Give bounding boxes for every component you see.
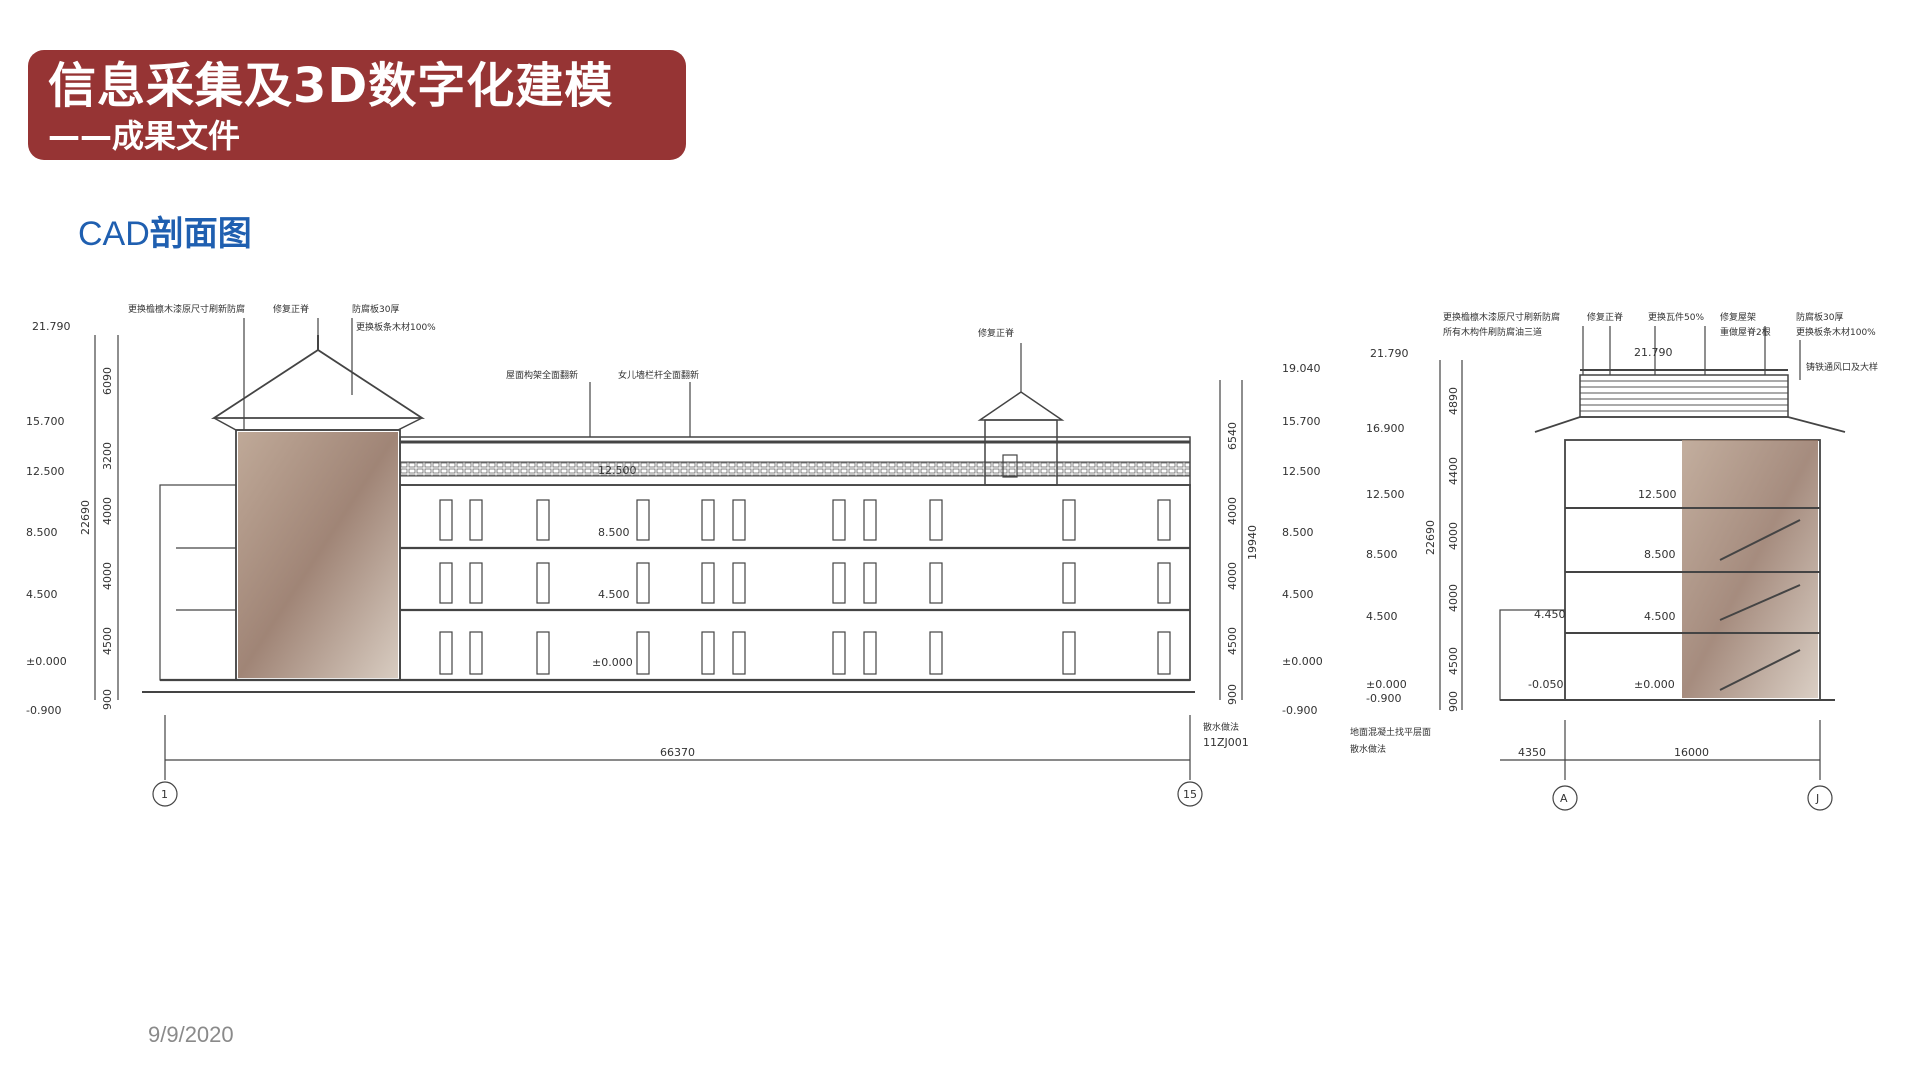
floor-mark: 12.500 (598, 464, 637, 477)
roof-tiles (1579, 374, 1789, 418)
dim-label: 3200 (101, 442, 114, 470)
elev-label: ±0.000 (1282, 655, 1323, 668)
roof-elev: 21.790 (1634, 346, 1673, 359)
annotation: 散水做法 (1350, 743, 1386, 755)
floor-mark: 4.450 (1534, 608, 1566, 621)
elev-label: 21.790 (32, 320, 71, 333)
left-labels: 21.790 15.700 12.500 8.500 4.500 ±0.000 … (26, 303, 1323, 801)
floor-mark: ±0.000 (592, 656, 633, 669)
overall-length: 66370 (660, 746, 695, 759)
main-block (399, 484, 1191, 681)
axis-label: 1 (161, 788, 168, 801)
annotation: 修复屋架 (1720, 311, 1756, 323)
axis-label: A (1560, 792, 1568, 805)
dim-label: 4000 (1447, 584, 1460, 612)
dim-label: 4000 (1447, 522, 1460, 550)
dim-label: 4890 (1447, 387, 1460, 415)
axis-label: J (1815, 792, 1819, 805)
dim-label: 900 (101, 689, 114, 710)
annotation: 防腐板30厚 (1796, 311, 1843, 323)
annotation: 铸铁通风口及大样 (1806, 361, 1878, 373)
elev-label: 12.500 (1282, 465, 1321, 478)
annotation: 修复正脊 (273, 303, 309, 315)
annotation: 更换檐檩木漆原尺寸刷新防腐 (1443, 311, 1560, 323)
pointcloud-overlay-right (1682, 440, 1818, 698)
elev-label: 15.700 (1282, 415, 1321, 428)
dim-label: 4500 (101, 627, 114, 655)
dim-label: 4000 (1226, 497, 1239, 525)
floor-mark: ±0.000 (1634, 678, 1675, 691)
dim-label: 4500 (1447, 647, 1460, 675)
floor-mark: 12.500 (1638, 488, 1677, 501)
annotation: 屋面构架全面翻新 (506, 369, 578, 381)
slide-title: 信息采集及3D数字化建模 (48, 58, 614, 114)
annotation: 更换板条木材100% (1796, 326, 1876, 338)
dim-label: 4000 (1226, 562, 1239, 590)
elev-label: 12.500 (26, 465, 65, 478)
dim-label: 4000 (101, 562, 114, 590)
annotation: 所有木构件刷防腐油三道 (1443, 326, 1542, 338)
windows-left (439, 499, 1171, 675)
bottom-dim: 4350 (1518, 746, 1546, 759)
annotation: 更换檐檩木漆原尺寸刷新防腐 (128, 303, 245, 315)
elev-label: ±0.000 (1366, 678, 1407, 691)
elev-label: 4.500 (1282, 588, 1314, 601)
dim-label: 4000 (101, 497, 114, 525)
dim-total: 22690 (1424, 520, 1437, 555)
annotation: 更换瓦件50% (1648, 311, 1704, 323)
slide-subtitle: ——成果文件 (48, 117, 241, 155)
dim-label: 4400 (1447, 457, 1460, 485)
dim-label: 900 (1447, 691, 1460, 712)
detail-ref: 11ZJ001 (1203, 736, 1249, 749)
floor-mark: 4.500 (598, 588, 630, 601)
section-label-latin: CAD (78, 215, 150, 253)
dim-label: 900 (1226, 684, 1239, 705)
elev-label: -0.900 (1282, 704, 1317, 717)
annotation: 女儿墙栏杆全面翻新 (618, 369, 699, 381)
section-right (1439, 326, 1846, 811)
dim-total: 19940 (1246, 525, 1259, 560)
section-label-cjk: 剖面图 (149, 214, 252, 254)
floor-mark: -0.050 (1528, 678, 1563, 691)
pointcloud-overlay-left (238, 432, 398, 678)
dim-label: 4500 (1226, 627, 1239, 655)
annotation: 更换板条木材100% (356, 321, 436, 333)
right-labels: 21.790 16.900 12.500 8.500 4.500 ±0.000 … (1350, 311, 1878, 805)
elev-label: 8.500 (1282, 526, 1314, 539)
section-left (94, 318, 1243, 807)
elev-label: -0.900 (26, 704, 61, 717)
elev-label: 16.900 (1366, 422, 1405, 435)
annotation: 修复正脊 (1587, 311, 1623, 323)
annotation: 散水做法 (1203, 721, 1239, 733)
pavilion-roof (210, 348, 426, 419)
elev-label: 19.040 (1282, 362, 1321, 375)
floor-mark: 4.500 (1644, 610, 1676, 623)
elev-label: 8.500 (1366, 548, 1398, 561)
section-label: CAD剖面图 (78, 212, 252, 256)
elev-label: 4.500 (26, 588, 58, 601)
elev-label: 8.500 (26, 526, 58, 539)
floor-mark: 8.500 (1644, 548, 1676, 561)
elev-label: -0.900 (1366, 692, 1401, 705)
elev-label: ±0.000 (26, 655, 67, 668)
annotation: 重做屋脊2根 (1720, 326, 1771, 338)
bottom-dim: 16000 (1674, 746, 1709, 759)
elev-label: 21.790 (1370, 347, 1409, 360)
axis-label: 15 (1183, 788, 1197, 801)
annotation: 防腐板30厚 (352, 303, 399, 315)
elev-label: 4.500 (1366, 610, 1398, 623)
dim-total: 22690 (79, 500, 92, 535)
elev-label: 12.500 (1366, 488, 1405, 501)
elev-label: 15.700 (26, 415, 65, 428)
annotation: 地面混凝土找平层面 (1350, 726, 1431, 738)
floor-mark: 8.500 (598, 526, 630, 539)
title-banner (28, 50, 686, 160)
annotation: 修复正脊 (978, 327, 1014, 339)
dim-label: 6540 (1226, 422, 1239, 450)
slide-date: 9/9/2020 (148, 1022, 234, 1047)
dim-label: 6090 (101, 367, 114, 395)
